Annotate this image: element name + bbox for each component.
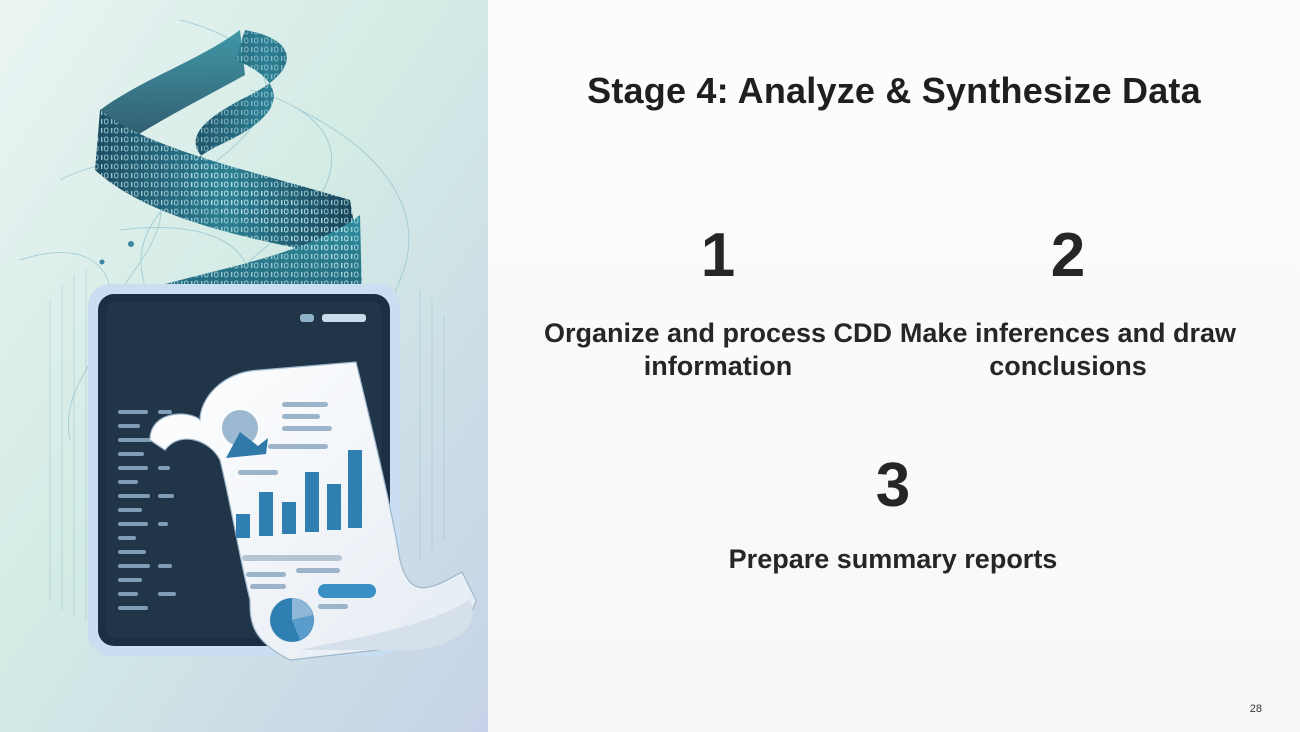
step-number: 2 <box>1050 221 1086 290</box>
page-number: 28 <box>1249 703 1262 715</box>
step-text: Organize and process CDD information <box>543 318 893 381</box>
data-report-illustration <box>0 0 488 732</box>
slide-title: Stage 4: Analyze & Synthesize Data <box>587 70 1201 111</box>
step-number: 3 <box>875 451 911 520</box>
step-text: Prepare summary reports <box>728 544 1058 574</box>
slide-content: Stage 4: Analyze & Synthesize Data 1 Org… <box>488 0 1300 732</box>
step-text: Make inferences and draw conclusions <box>899 318 1237 381</box>
step-3: 3 Prepare summary reports <box>713 455 1073 576</box>
step-number: 1 <box>700 221 736 290</box>
step-2: 2 Make inferences and draw conclusions <box>888 225 1248 383</box>
step-1: 1 Organize and process CDD information <box>538 225 898 383</box>
